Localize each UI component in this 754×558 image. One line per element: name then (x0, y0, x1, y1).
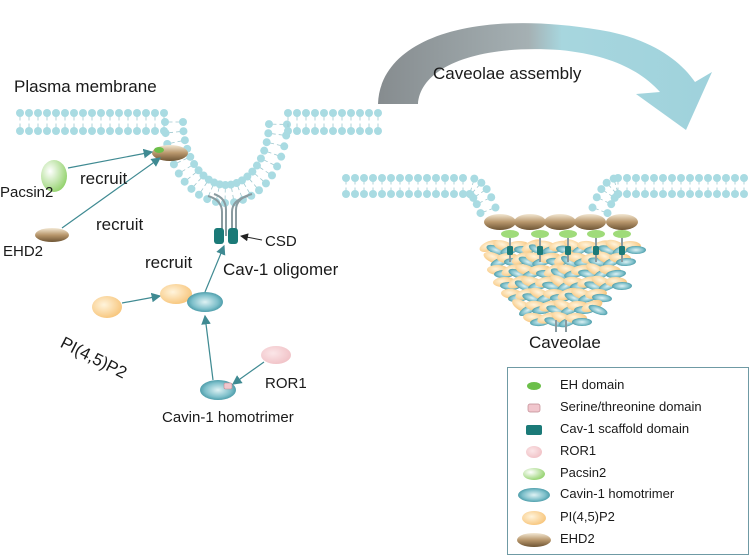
ehd2-icon (517, 533, 551, 547)
caveolae-label: Caveolae (529, 333, 601, 352)
legend-item-eh-domain: EH domain (508, 376, 748, 396)
legend-label: PI(4,5)P2 (560, 509, 615, 524)
recruit-arrow-ehd2 (61, 157, 161, 229)
cav1-scaffold-domain (214, 228, 224, 244)
ror1-icon (526, 446, 542, 458)
legend-label: Cav-1 scaffold domain (560, 421, 690, 436)
legend-item-ror1: ROR1 (508, 442, 748, 462)
legend-item-pip2: PI(4,5)P2 (508, 508, 748, 528)
pip2-bound (160, 284, 192, 304)
recruit-label-pacsin2: recruit (80, 169, 128, 188)
caveolae-assembly-label: Caveolae assembly (433, 64, 582, 83)
plasma-membrane-left (16, 109, 382, 207)
cav1-scaffold-domain (228, 228, 238, 244)
legend-label: Pacsin2 (560, 465, 607, 480)
legend-label: Serine/threonine domain (560, 399, 702, 414)
legend: EH domain Serine/threonine domain Cav-1 … (507, 367, 749, 555)
recruit-arrow-cav1 (204, 244, 226, 293)
recruit-arrow-pacsin2 (67, 148, 154, 169)
pip2-arrow (121, 292, 162, 304)
pacsin2-protein (41, 160, 67, 192)
legend-label: ROR1 (560, 443, 597, 458)
csd-pointer (240, 233, 263, 242)
cavin1-homotrimer-label: Cavin-1 homotrimer (162, 409, 294, 426)
eh-domain-icon (527, 382, 541, 390)
ehd2-protein (35, 228, 69, 242)
pacsin2-label: Pacsin2 (0, 184, 54, 201)
serine-threonine-domain (223, 382, 233, 390)
legend-item-cav1-scaffold: Cav-1 scaffold domain (508, 420, 748, 440)
legend-item-cavin1: Cavin-1 homotrimer (508, 485, 748, 505)
cavin1-homotrimer-icon (518, 488, 550, 502)
ror1-label: ROR1 (265, 375, 307, 392)
legend-label: EHD2 (560, 531, 595, 546)
csd-label: CSD (265, 233, 297, 250)
legend-label: Cavin-1 homotrimer (560, 486, 675, 501)
cavin1-with-pip2 (187, 292, 223, 312)
caveolae-membrane-right (342, 174, 748, 218)
pip2-icon (522, 511, 546, 525)
legend-label: EH domain (560, 377, 625, 392)
caveolae-coat (479, 214, 646, 332)
eh-domain (154, 147, 164, 153)
cav1-oligomer-label: Cav-1 oligomer (223, 260, 339, 279)
plasma-membrane-label: Plasma membrane (14, 77, 157, 96)
ehd2-label: EHD2 (3, 243, 44, 260)
serine-threonine-domain-icon (527, 403, 541, 413)
pip2-protein (92, 296, 122, 318)
cavin1-up-arrow (201, 314, 214, 381)
ror1-protein (261, 346, 291, 364)
legend-item-serine-threonine: Serine/threonine domain (508, 398, 748, 418)
recruit-label-cav1: recruit (145, 253, 193, 272)
legend-item-pacsin2: Pacsin2 (508, 464, 748, 484)
cav1-scaffold-domain-icon (526, 425, 542, 435)
ror1-arrow (232, 361, 265, 385)
pacsin2-icon (523, 468, 545, 480)
cav1-oligomer (207, 193, 253, 236)
recruit-label-ehd2: recruit (96, 215, 144, 234)
legend-item-ehd2: EHD2 (508, 530, 748, 550)
caveolae-assembly-arrow (378, 23, 712, 130)
